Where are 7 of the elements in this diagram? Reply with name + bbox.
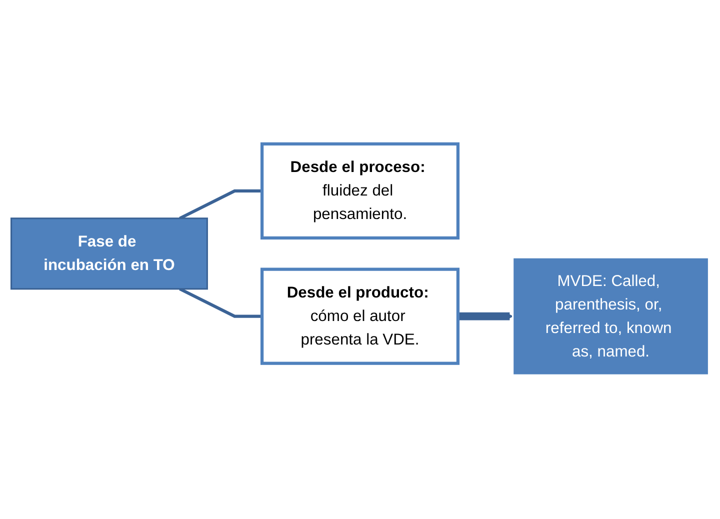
- arrow: [458, 312, 514, 320]
- node-box: Fase de incubación en TO: [10, 218, 208, 290]
- connector: [179, 287, 262, 318]
- connector: [179, 189, 262, 220]
- node-box: Desde el producto: cómo el autor presenta la VDE.: [260, 268, 460, 365]
- node-box: Desde el proceso: fluidez del pensamiento.: [260, 142, 460, 240]
- node-box: MVDE: Called, parenthesis, or, referred to, known as, named.: [512, 256, 710, 376]
